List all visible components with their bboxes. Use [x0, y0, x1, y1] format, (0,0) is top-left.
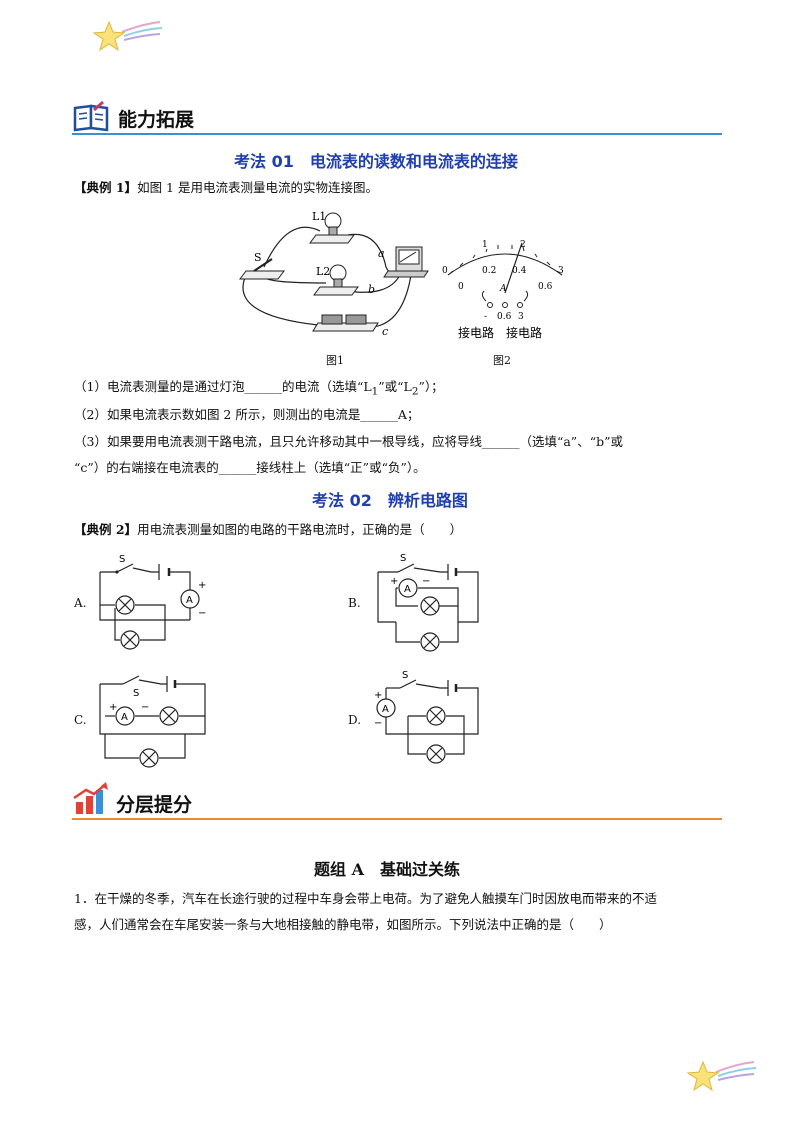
svg-text:S: S [400, 553, 406, 564]
question-2: （2）如果电流表示数如图 2 所示，则测出的电流是______A； [74, 407, 420, 422]
wire-left-label: 接电路 [458, 325, 494, 340]
svg-text:S: S [402, 670, 408, 681]
bulb-L2 [313, 264, 359, 296]
label-L2: L2 [316, 265, 330, 278]
tick-top-3: 3 [558, 266, 564, 276]
tick-bot-02: 0.2 [482, 266, 496, 276]
bar-chart-icon [73, 782, 108, 814]
svg-text:+: + [390, 576, 398, 587]
ammeter-device [383, 246, 429, 278]
svg-text:A: A [404, 584, 411, 595]
tick-bot-0: 0 [458, 282, 464, 292]
figure-2-caption: 图2 [493, 354, 511, 367]
label-c: c [382, 325, 388, 338]
option-A-label[interactable]: A. [74, 596, 87, 610]
star-decoration-top [92, 20, 163, 52]
svg-text:−: − [198, 608, 206, 619]
switch-S [239, 258, 285, 280]
kaofa-02-title: 考法 02 辨析电路图 [312, 491, 468, 510]
question-3-line1: （3）如果要用电流表测干路电流，且只允许移动其中一根导线，应将导线______（… [74, 434, 623, 449]
label-b: b [368, 283, 375, 296]
svg-text:−: − [374, 718, 382, 729]
figure-2-meter: 0 1 2 3 0 0.2 0.4 0.6 A - 0.6 3 接电路 接电路 [442, 240, 564, 340]
figure-1-circuit: L1 L2 S a b c [239, 210, 429, 338]
battery-pack [312, 314, 379, 332]
tick-top-0: 0 [442, 266, 448, 276]
bulb-L1 [309, 212, 355, 244]
section-title-layered: 分层提分 [116, 794, 193, 816]
svg-text:S: S [133, 688, 139, 699]
label-S: S [254, 251, 262, 264]
figure-1-caption: 图1 [326, 354, 344, 367]
tick-bot-04: 0.4 [512, 266, 527, 276]
example-2-text: 【典例 2】用电流表测量如图的电路的干路电流时，正确的是（ ） [74, 522, 463, 537]
question-1: （1）电流表测量的是通过灯泡______的电流（选填“L1”或“L2”）； [74, 379, 444, 398]
tick-bot-06: 0.6 [538, 282, 553, 292]
svg-text:+: + [198, 580, 206, 591]
group-A-question-1-line1: 1．在干燥的冬季，汽车在长途行驶的过程中车身会带上电荷。为了避免人触摸车门时因放… [74, 891, 657, 906]
terminal-neg: - [484, 312, 487, 322]
group-A-question-1-line2: 感，人们通常会在车尾安装一条与大地相接触的静电带，如图所示。下列说法中正确的是（… [74, 917, 612, 932]
ammeter-A-symbol: A [186, 595, 193, 606]
circuit-option-D[interactable]: A + − S [368, 666, 488, 776]
book-icon [73, 100, 109, 132]
option-B-label[interactable]: B. [348, 596, 361, 610]
star-decoration-bottom [686, 1060, 757, 1092]
question-3-line2: “c”）的右端接在电流表的______接线柱上（选填“正”或“负”）。 [74, 460, 426, 475]
option-C-label[interactable]: C. [74, 713, 87, 727]
terminal-06: 0.6 [497, 312, 512, 322]
circuit-option-A[interactable]: A + − S [95, 550, 215, 660]
section-divider-orange [72, 818, 722, 820]
svg-text:−: − [422, 576, 430, 587]
terminal-3: 3 [518, 312, 524, 322]
tick-top-2: 2 [520, 240, 526, 250]
needle-label: A [499, 284, 507, 294]
kaofa-01-title: 考法 01 电流表的读数和电流表的连接 [234, 152, 518, 171]
option-D-label[interactable]: D. [348, 713, 362, 727]
meter-needle [504, 242, 523, 294]
section-divider [72, 133, 722, 135]
tick-top-1: 1 [482, 240, 488, 250]
svg-text:−: − [141, 702, 149, 713]
circuit-option-B[interactable]: A + − S [368, 548, 498, 660]
svg-text:S: S [119, 554, 125, 565]
label-L1: L1 [312, 210, 326, 223]
svg-text:A: A [382, 704, 389, 715]
svg-text:+: + [374, 690, 382, 701]
label-a: a [378, 247, 385, 260]
svg-text:+: + [109, 702, 117, 713]
wire-right-label: 接电路 [506, 325, 542, 340]
section-title-ability: 能力拓展 [118, 109, 195, 131]
circuit-option-C[interactable]: A + − S [95, 666, 215, 776]
svg-text:A: A [121, 712, 128, 723]
group-A-title: 题组 A 基础过关练 [314, 860, 460, 879]
example-1-text: 【典例 1】如图 1 是用电流表测量电流的实物连接图。 [74, 180, 378, 195]
